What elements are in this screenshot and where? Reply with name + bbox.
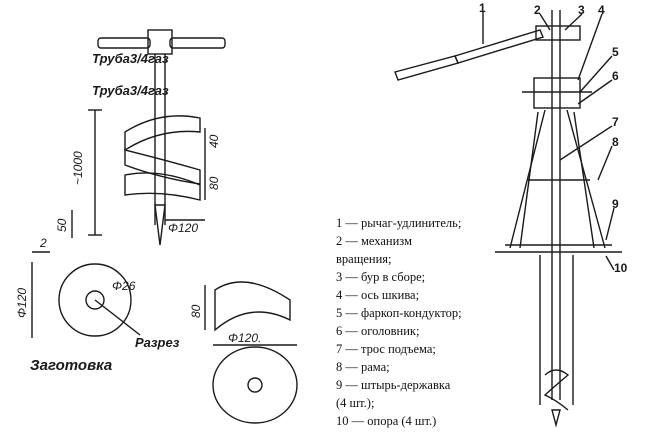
dim-1000-text: ~1000: [71, 151, 85, 185]
leader-8: [597, 145, 613, 181]
head-block: [533, 77, 581, 109]
leader-2: [539, 13, 551, 31]
callout-1: 1: [479, 1, 486, 15]
helix-top-turn: [124, 115, 201, 152]
leader-6: [577, 79, 613, 105]
leader-10: [605, 255, 615, 271]
legend-item: 10 — опора (4 шт.): [336, 414, 437, 428]
rotation-mechanism: [535, 25, 581, 41]
helix-mid-turn: [124, 149, 201, 185]
dim-80-text: 80: [207, 176, 221, 190]
section-drawing: [204, 281, 298, 424]
handle-coupling: [147, 29, 173, 55]
blank-outer-circle: [58, 263, 132, 337]
cut-line: [94, 299, 141, 336]
callout-5: 5: [612, 45, 619, 59]
legend-item: 3 — бур в сборе;: [336, 270, 426, 284]
leader-7: [559, 125, 613, 161]
callout-6: 6: [612, 69, 619, 83]
section-dim-80-text: 80: [189, 304, 203, 318]
blank-dim-phi26-text: Φ26: [112, 279, 136, 293]
frame-leg-right: [566, 109, 606, 249]
lever-part-1: [394, 55, 459, 81]
callout-4: 4: [598, 3, 605, 17]
legend-item: 9 — штырь-державка: [336, 378, 451, 392]
dim-50-text: 50: [55, 218, 69, 232]
cut-label: Разрез: [135, 335, 180, 350]
callout-10: 10: [614, 261, 628, 275]
callout-2: 2: [534, 3, 541, 17]
helix-bottom-turn: [124, 172, 201, 201]
legend-item: вращения;: [336, 252, 392, 266]
blank-inner-hole: [85, 290, 105, 310]
callout-3: 3: [578, 3, 585, 17]
leader-4: [577, 13, 603, 81]
legend-item: 1 — рычаг-удлинитель;: [336, 216, 462, 230]
tube-mid-label: Труба3/4газ: [92, 83, 169, 98]
legend-item: 2 — механизм: [336, 234, 412, 248]
blank-label: Заготовка: [30, 357, 112, 374]
legend-item: (4 шт.);: [336, 396, 375, 410]
auger-tip-in-hole: [551, 409, 561, 428]
legend-item: 5 — фаркоп-кондуктор;: [336, 306, 462, 320]
callout-7: 7: [612, 115, 619, 129]
auger-tip: [154, 204, 166, 246]
leader-9: [605, 207, 615, 241]
legend-item: 7 — трос подъема;: [336, 342, 436, 356]
tube-top-label: Труба3/4газ: [92, 51, 169, 66]
dim-phi120-text: Φ120: [168, 221, 198, 235]
legend: 1 — рычаг-удлинитель; 2 — механизм враще…: [336, 214, 504, 430]
legend-item: 6 — оголовник;: [336, 324, 420, 338]
blank-dim-phi120-text: Φ120: [15, 288, 29, 318]
handle-left: [97, 37, 151, 49]
auger-in-hole: [543, 369, 570, 411]
blank-dim-2-text: 2: [39, 236, 47, 250]
section-inner-hole: [247, 377, 263, 393]
right-rig-drawing: [394, 10, 622, 428]
leader-3: [564, 13, 583, 31]
section-dim-phi120-text: Φ120.: [228, 331, 261, 345]
legend-item: 4 — ось шкива;: [336, 288, 420, 302]
section-helix: [214, 281, 291, 332]
left-auger-drawing: [71, 29, 226, 246]
section-outer-disk: [212, 346, 298, 424]
blank-drawing: [31, 251, 141, 338]
frame-leg-left: [509, 109, 546, 249]
leader-5: [579, 55, 613, 93]
dim-40-text: 40: [207, 134, 221, 148]
callout-8: 8: [612, 135, 619, 149]
handle-right: [169, 37, 226, 49]
legend-item: 8 — рама;: [336, 360, 390, 374]
callout-9: 9: [612, 197, 619, 211]
lever-part-2: [454, 29, 544, 64]
